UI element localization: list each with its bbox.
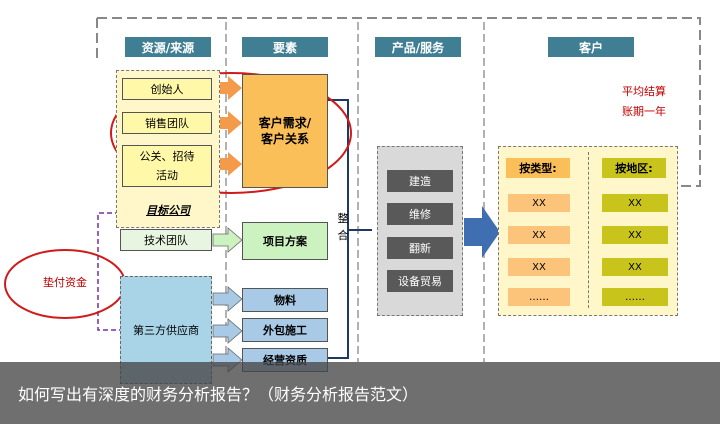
service-build: 建造 — [387, 170, 453, 192]
advance-funds-label: 垫付资金 — [43, 276, 87, 289]
type-cell: …… — [508, 288, 570, 306]
type-cell: XX — [508, 194, 570, 212]
integrate-label: 整 合 — [337, 212, 349, 242]
materials-box: 物料 — [242, 288, 328, 312]
header-resources: 资源/来源 — [125, 37, 211, 57]
project-plan-box: 项目方案 — [242, 222, 328, 260]
caption-bar: 如何写出有深度的财务分析报告？（财务分析报告范文） — [0, 362, 720, 424]
resource-founder: 创始人 — [122, 78, 212, 100]
resource-sales-team: 销售团队 — [122, 112, 212, 134]
resource-tech-team: 技术团队 — [120, 229, 212, 251]
settlement-note: 平均结算 账期一年 — [622, 85, 666, 118]
region-cell: XX — [602, 258, 668, 276]
customers-divider — [588, 152, 589, 308]
by-region-header: 按地区: — [602, 158, 666, 178]
region-cell: XX — [602, 194, 668, 212]
type-cell: XX — [508, 226, 570, 244]
service-renovate: 翻新 — [387, 237, 453, 259]
service-equipment-trade: 设备贸易 — [387, 270, 453, 292]
by-type-header: 按类型: — [506, 158, 570, 178]
target-company-label: 目标公司 — [146, 204, 190, 217]
region-cell: …… — [602, 288, 668, 306]
outsourcing-box: 外包施工 — [242, 318, 328, 342]
type-cell: XX — [508, 258, 570, 276]
service-repair: 维修 — [387, 203, 453, 225]
resource-pr-events: 公关、招待 活动 — [122, 145, 212, 187]
header-customers: 客户 — [548, 37, 634, 57]
customer-needs-box: 客户需求/ 客户关系 — [242, 74, 328, 188]
header-elements: 要素 — [242, 37, 328, 57]
header-products: 产品/服务 — [375, 37, 461, 57]
caption-text: 如何写出有深度的财务分析报告？（财务分析报告范文） — [18, 385, 419, 404]
region-cell: XX — [602, 226, 668, 244]
